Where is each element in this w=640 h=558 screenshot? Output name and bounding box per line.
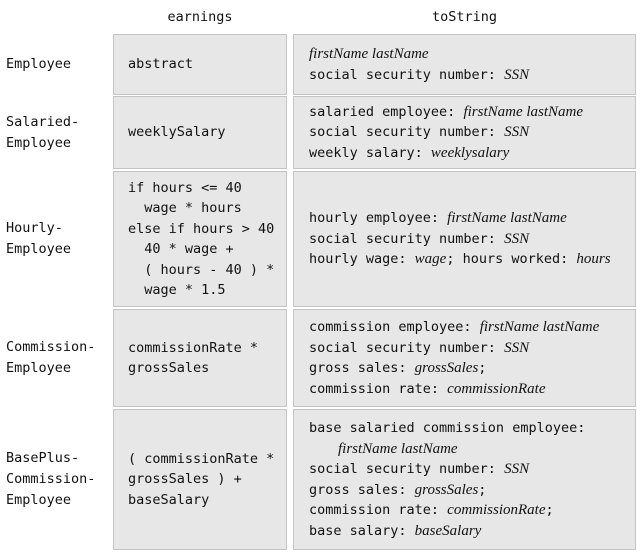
tostring-variable: firstName lastName	[479, 319, 600, 335]
tostring-literal: gross sales:	[309, 360, 415, 376]
row-label-line: Employee	[6, 134, 72, 151]
row-label-baseplus-commission-employee: BasePlus- Commission- Employee	[6, 409, 110, 550]
tostring-literal: ;	[478, 360, 487, 376]
tostring-variable: wage	[414, 251, 447, 268]
row-label-hourly-employee: Hourly- Employee	[6, 171, 110, 307]
tostring-literal: ; hours worked:	[446, 251, 577, 268]
tostring-variable: commissionRate	[447, 380, 546, 397]
tostring-literal: social security number:	[309, 124, 505, 141]
tostring-variable: SSN	[504, 230, 530, 247]
row-label-line: Hourly-	[6, 220, 63, 236]
row-label-employee: Employee	[6, 34, 110, 95]
tostring-literal: hourly wage:	[309, 251, 415, 268]
earnings-line: baseSalary	[128, 491, 210, 508]
tostring-variable: SSN	[504, 66, 530, 83]
tostring-line: gross sales: grossSales;	[309, 480, 635, 501]
earnings-line: ( hours - 40 ) *	[128, 261, 275, 278]
earnings-line: wage * hours	[128, 200, 242, 216]
earnings-line: grossSales	[128, 360, 210, 376]
row-label-commission-employee: Commission- Employee	[6, 309, 110, 407]
tostring-line: hourly wage: wage; hours worked: hours	[309, 249, 635, 270]
earnings-line: weeklySalary	[128, 124, 226, 141]
tostring-literal: hourly employee:	[309, 210, 448, 227]
tostring-literal: gross sales:	[309, 481, 415, 498]
tostring-variable: SSN	[504, 461, 530, 477]
earnings-line: commissionRate *	[128, 339, 259, 356]
tostring-line: social security number: SSN	[309, 65, 635, 86]
tostring-line: gross sales: grossSales;	[309, 358, 635, 379]
earnings-line: abstract	[128, 56, 194, 73]
earnings-line: 40 * wage +	[128, 241, 234, 257]
tostring-literal: commission rate:	[309, 380, 448, 397]
earnings-line: else if hours > 40	[128, 220, 275, 237]
tostring-literal: base salaried commission employee:	[309, 420, 586, 436]
row-label-line: Employee	[6, 360, 72, 376]
tostring-line: social security number: SSN	[309, 338, 635, 359]
tostring-line: commission rate: commissionRate	[309, 379, 635, 400]
tostring-variable: grossSales	[414, 481, 479, 498]
tostring-literal: social security number:	[309, 66, 505, 83]
tostring-variable: hours	[576, 251, 611, 268]
tostring-line: salaried employee: firstName lastName	[309, 102, 635, 123]
tostring-variable: firstName lastName	[338, 440, 458, 457]
tostring-variable: SSN	[504, 124, 530, 141]
row-label-line: BasePlus-	[6, 450, 80, 466]
tostring-line: social security number: SSN	[309, 122, 635, 143]
tostring-literal: social security number:	[309, 339, 505, 356]
tostring-line: base salary: baseSalary	[309, 521, 635, 542]
tostring-line: base salaried commission employee:	[309, 418, 635, 439]
tostring-line: commission rate: commissionRate;	[309, 500, 635, 521]
earnings-cell-employee: abstract	[113, 34, 287, 95]
row-label-line: Salaried-	[6, 113, 80, 130]
tostring-literal: social security number:	[309, 230, 505, 247]
row-label-salaried-employee: Salaried- Employee	[6, 96, 110, 169]
tostring-literal: commission rate:	[309, 502, 448, 518]
tostring-cell-employee: firstName lastName social security number…	[293, 34, 636, 95]
tostring-variable: firstName lastName	[309, 46, 429, 62]
tostring-line: firstName lastName	[309, 44, 635, 65]
tostring-variable: SSN	[504, 339, 530, 356]
earnings-line: wage * 1.5	[128, 282, 226, 298]
tostring-line: social security number: SSN	[309, 229, 635, 250]
earnings-line: ( commissionRate *	[128, 450, 275, 467]
tostring-variable: commissionRate	[447, 502, 546, 518]
tostring-variable: baseSalary	[414, 522, 482, 539]
earnings-line: if hours <= 40	[128, 179, 242, 196]
row-label-line: Employee	[6, 241, 72, 257]
tostring-literal: social security number:	[309, 461, 505, 477]
tostring-literal: ;	[545, 502, 554, 518]
earnings-line: grossSales ) +	[128, 471, 242, 488]
row-label-line: Employee	[6, 56, 72, 72]
tostring-literal: commission employee:	[309, 319, 480, 335]
tostring-variable: grossSales	[414, 360, 479, 376]
tostring-variable: firstName lastName	[447, 210, 567, 227]
tostring-cell-baseplus-commission-employee: base salaried commission employee: firstN…	[293, 409, 636, 550]
row-label-line: Commission-	[6, 339, 96, 355]
header-tostring: toString	[431, 9, 498, 25]
tostring-line: hourly employee: firstName lastName	[309, 208, 635, 229]
tostring-line: social security number: SSN	[309, 459, 635, 480]
earnings-cell-commission-employee: commissionRate * grossSales	[113, 309, 287, 407]
row-label-line: Commission-	[6, 471, 96, 487]
tostring-variable: weeklysalary	[430, 144, 510, 161]
tostring-literal: base salary:	[309, 522, 415, 539]
tostring-literal: weekly salary:	[309, 144, 431, 161]
earnings-cell-salaried-employee: weeklySalary	[113, 96, 287, 169]
header-earnings: earnings	[167, 9, 233, 25]
tostring-literal: salaried employee:	[309, 103, 464, 120]
tostring-line: commission employee: firstName lastName	[309, 317, 635, 338]
tostring-variable: firstName lastName	[463, 103, 584, 120]
tostring-literal: ;	[478, 481, 487, 498]
tostring-line: weekly salary: weeklysalary	[309, 143, 635, 164]
earnings-cell-baseplus-commission-employee: ( commissionRate * grossSales ) + baseSa…	[113, 409, 287, 550]
row-label-line: Employee	[6, 492, 72, 508]
earnings-cell-hourly-employee: if hours <= 40 wage * hours else if hour…	[113, 171, 287, 307]
tostring-line: firstName lastName	[309, 439, 635, 460]
